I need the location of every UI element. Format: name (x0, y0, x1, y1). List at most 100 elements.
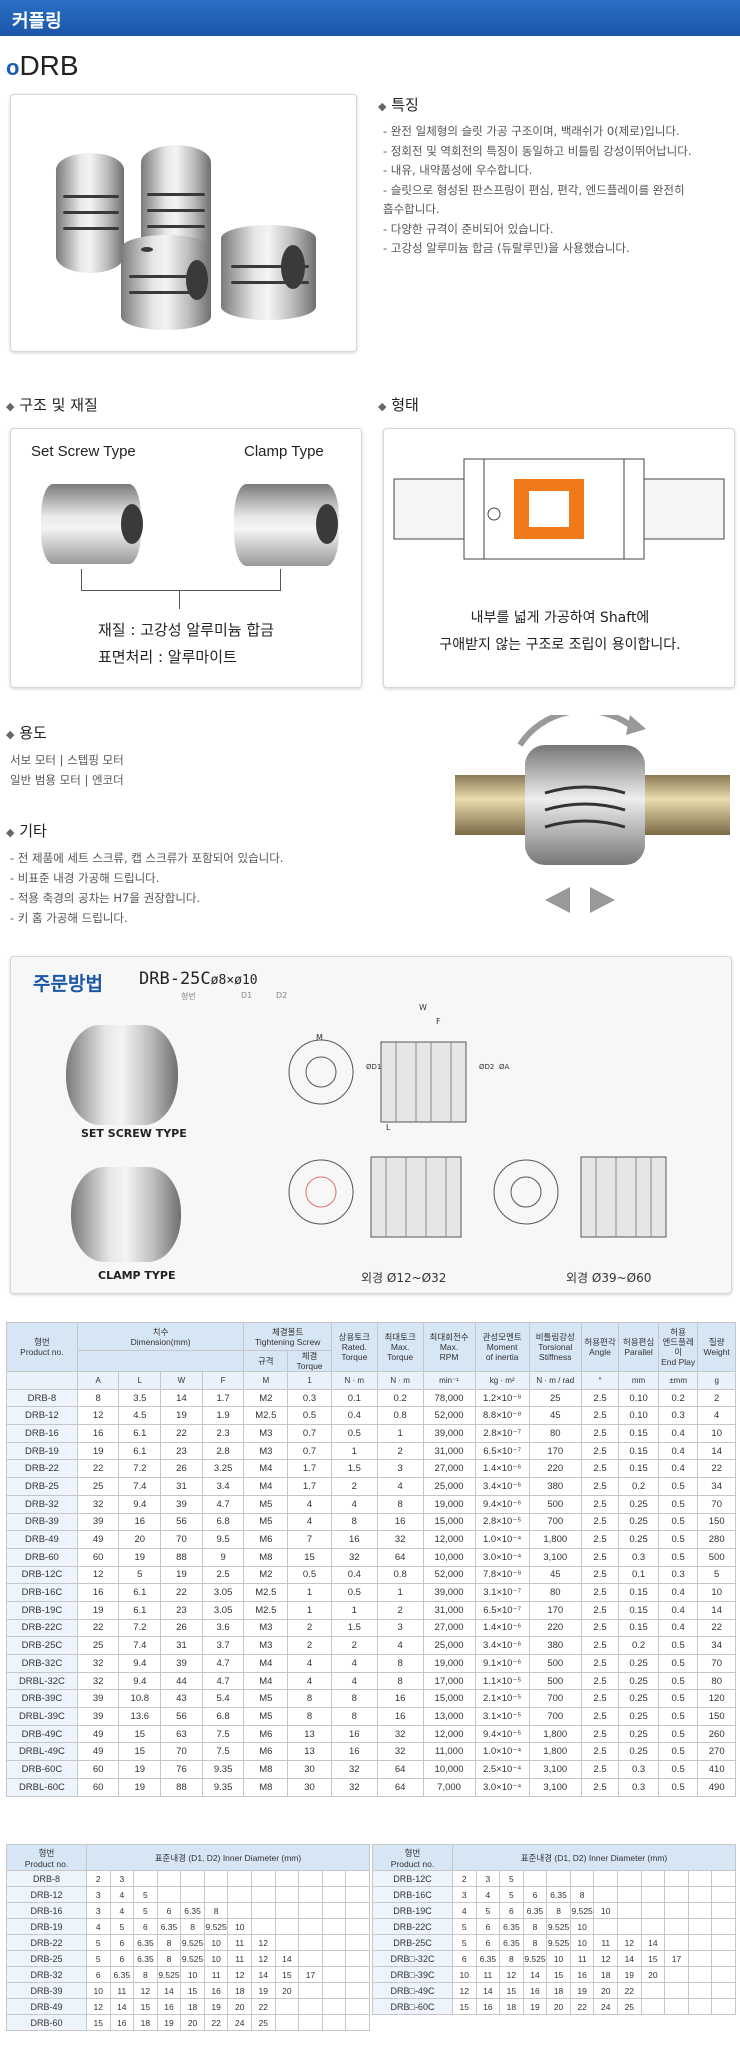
value-cell (687, 1902, 713, 1919)
value-cell: 6.35 (133, 1950, 158, 1967)
value-cell (321, 1870, 347, 1887)
value-cell (321, 1966, 347, 1983)
value-cell: 8 (133, 1966, 158, 1983)
product-cell: DRBL-39C (6, 1707, 78, 1726)
features-title: ◆ 특징 (378, 96, 419, 114)
value-cell: 14 (640, 1934, 666, 1951)
value-cell: 20 (118, 1530, 162, 1549)
value-cell: 1 (330, 1600, 378, 1620)
value-cell (711, 1918, 736, 1935)
value-cell: 25 (251, 2014, 276, 2031)
value-cell: M6 (243, 1742, 289, 1762)
shape-desc-2: 구애받지 않는 구조로 조립이 용이합니다. (439, 637, 681, 653)
value-cell: 4 (287, 1512, 332, 1532)
value-cell: 5 (475, 1902, 501, 1919)
value-cell: 20 (640, 1966, 666, 1983)
value-cell: 22 (160, 1583, 203, 1602)
value-cell (345, 1934, 370, 1951)
value-cell (251, 1886, 276, 1903)
value-cell: 63 (160, 1724, 203, 1744)
value-cell: 4 (330, 1671, 378, 1691)
th-rpm: 최대회전수 Max. RPM (422, 1322, 476, 1372)
value-cell: 3 (85, 1886, 111, 1903)
value-cell: 5 (499, 1870, 524, 1887)
value-cell: 14 (697, 1441, 736, 1461)
product-cell: DRB-8 (6, 1388, 78, 1408)
th-weight: 질량 Weight (697, 1322, 736, 1372)
value-cell: 16 (156, 1998, 182, 2015)
value-cell: 9.525 (156, 1966, 182, 1983)
value-cell (274, 1886, 300, 1903)
value-cell: 12 (76, 1406, 120, 1426)
value-cell (640, 1918, 666, 1935)
value-cell: 0.15 (618, 1618, 659, 1638)
value-cell: 0.5 (330, 1583, 378, 1602)
value-cell: 32 (330, 1547, 378, 1567)
value-cell: 14 (475, 1982, 501, 1999)
order-box: 주문방법 DRB-25Cø8×ø10 형번 D1 D2 SET SCREW TY… (10, 956, 732, 1294)
value-cell (274, 2014, 300, 2031)
value-cell: 0.7 (287, 1441, 332, 1461)
value-cell (345, 2014, 370, 2031)
value-cell: 6.35 (522, 1902, 548, 1919)
value-cell: 31 (160, 1636, 203, 1655)
value-cell (298, 1934, 323, 1951)
value-cell: 12 (251, 1950, 276, 1967)
value-cell (593, 1870, 619, 1887)
value-cell: 16 (522, 1982, 548, 1999)
value-cell: 2.5 (580, 1689, 620, 1709)
value-cell: 2 (85, 1870, 111, 1887)
value-cell (711, 1982, 736, 1999)
value-cell: 0.5 (657, 1477, 699, 1496)
value-cell: 10 (451, 1966, 477, 1983)
value-cell: 260 (697, 1724, 736, 1744)
value-cell (640, 1982, 666, 1999)
clamp-type-label: CLAMP TYPE (98, 1269, 176, 1282)
value-cell: M3 (243, 1636, 289, 1655)
value-cell: 2 (376, 1600, 424, 1620)
etc-item: - 전 제품에 세트 스크류, 캡 스크류가 포함되어 있습니다. (10, 851, 284, 865)
value-cell: 9.35 (201, 1760, 245, 1779)
value-cell: 16 (76, 1424, 120, 1443)
value-cell (298, 2014, 323, 2031)
value-cell: 150 (697, 1512, 736, 1532)
value-cell: 0.5 (657, 1777, 699, 1797)
value-cell: 9.4 (118, 1671, 162, 1691)
value-cell: 19 (617, 1966, 642, 1983)
value-cell: 16 (203, 1982, 229, 1999)
value-cell: M2.5 (243, 1583, 289, 1602)
value-cell (298, 1886, 323, 1903)
page-header: 커플링 (0, 0, 740, 36)
value-cell: 12 (451, 1982, 477, 1999)
value-cell: 80 (528, 1424, 582, 1443)
value-cell: 0.15 (618, 1600, 659, 1620)
value-cell: 23 (160, 1441, 203, 1461)
value-cell: 6.5×10⁻⁷ (474, 1441, 530, 1461)
value-cell: 22 (697, 1618, 736, 1638)
value-cell (298, 1902, 323, 1919)
value-cell (251, 1870, 276, 1887)
value-cell (711, 1870, 736, 1887)
value-cell: 19 (160, 1406, 203, 1426)
value-cell (321, 1982, 347, 1999)
set-screw-type-label: SET SCREW TYPE (81, 1127, 187, 1140)
value-cell: 3.4 (201, 1477, 245, 1496)
value-cell: M3 (243, 1424, 289, 1443)
th-dimension: 치수 Dimension(mm) (76, 1322, 245, 1351)
value-cell: 3.5 (118, 1388, 162, 1408)
value-cell: 52,000 (422, 1406, 476, 1426)
value-cell: M5 (243, 1707, 289, 1726)
etc-title: ◆ 기타 (6, 822, 47, 840)
value-cell: 17,000 (422, 1671, 476, 1691)
value-cell: 25 (76, 1477, 120, 1496)
surface-text: 표면처리 : 알루마이트 (98, 648, 237, 666)
value-cell: 4.7 (201, 1654, 245, 1673)
value-cell: 20 (593, 1982, 619, 1999)
value-cell: 120 (697, 1689, 736, 1709)
value-cell: 0.10 (618, 1388, 659, 1408)
th-rated: 상용토크 Rated. Torque (330, 1322, 378, 1372)
